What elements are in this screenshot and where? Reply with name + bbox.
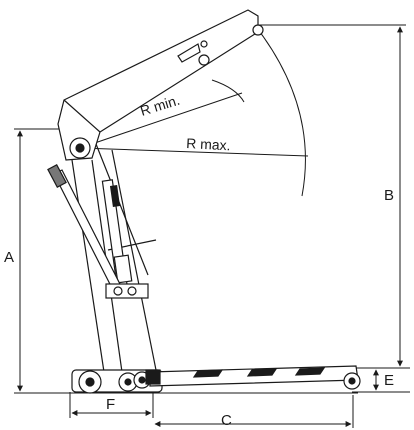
base-frame	[71, 365, 359, 393]
dimension-f	[69, 392, 154, 418]
label-e: E	[384, 372, 394, 389]
swivel-casters	[118, 369, 161, 392]
rear-wheel	[78, 370, 102, 394]
front-wheel	[343, 372, 361, 390]
boom	[57, 9, 264, 161]
label-a: A	[4, 249, 14, 266]
boom-pivot	[69, 137, 91, 159]
label-f: F	[106, 396, 115, 413]
hydraulic-cylinder	[101, 179, 133, 291]
pump-base	[105, 283, 149, 299]
dimension-e	[352, 367, 410, 393]
dimension-b	[258, 24, 406, 367]
label-c: C	[221, 412, 232, 429]
label-b: B	[384, 187, 394, 204]
label-r-max: R max.	[186, 135, 231, 153]
dimension-c	[154, 395, 354, 428]
